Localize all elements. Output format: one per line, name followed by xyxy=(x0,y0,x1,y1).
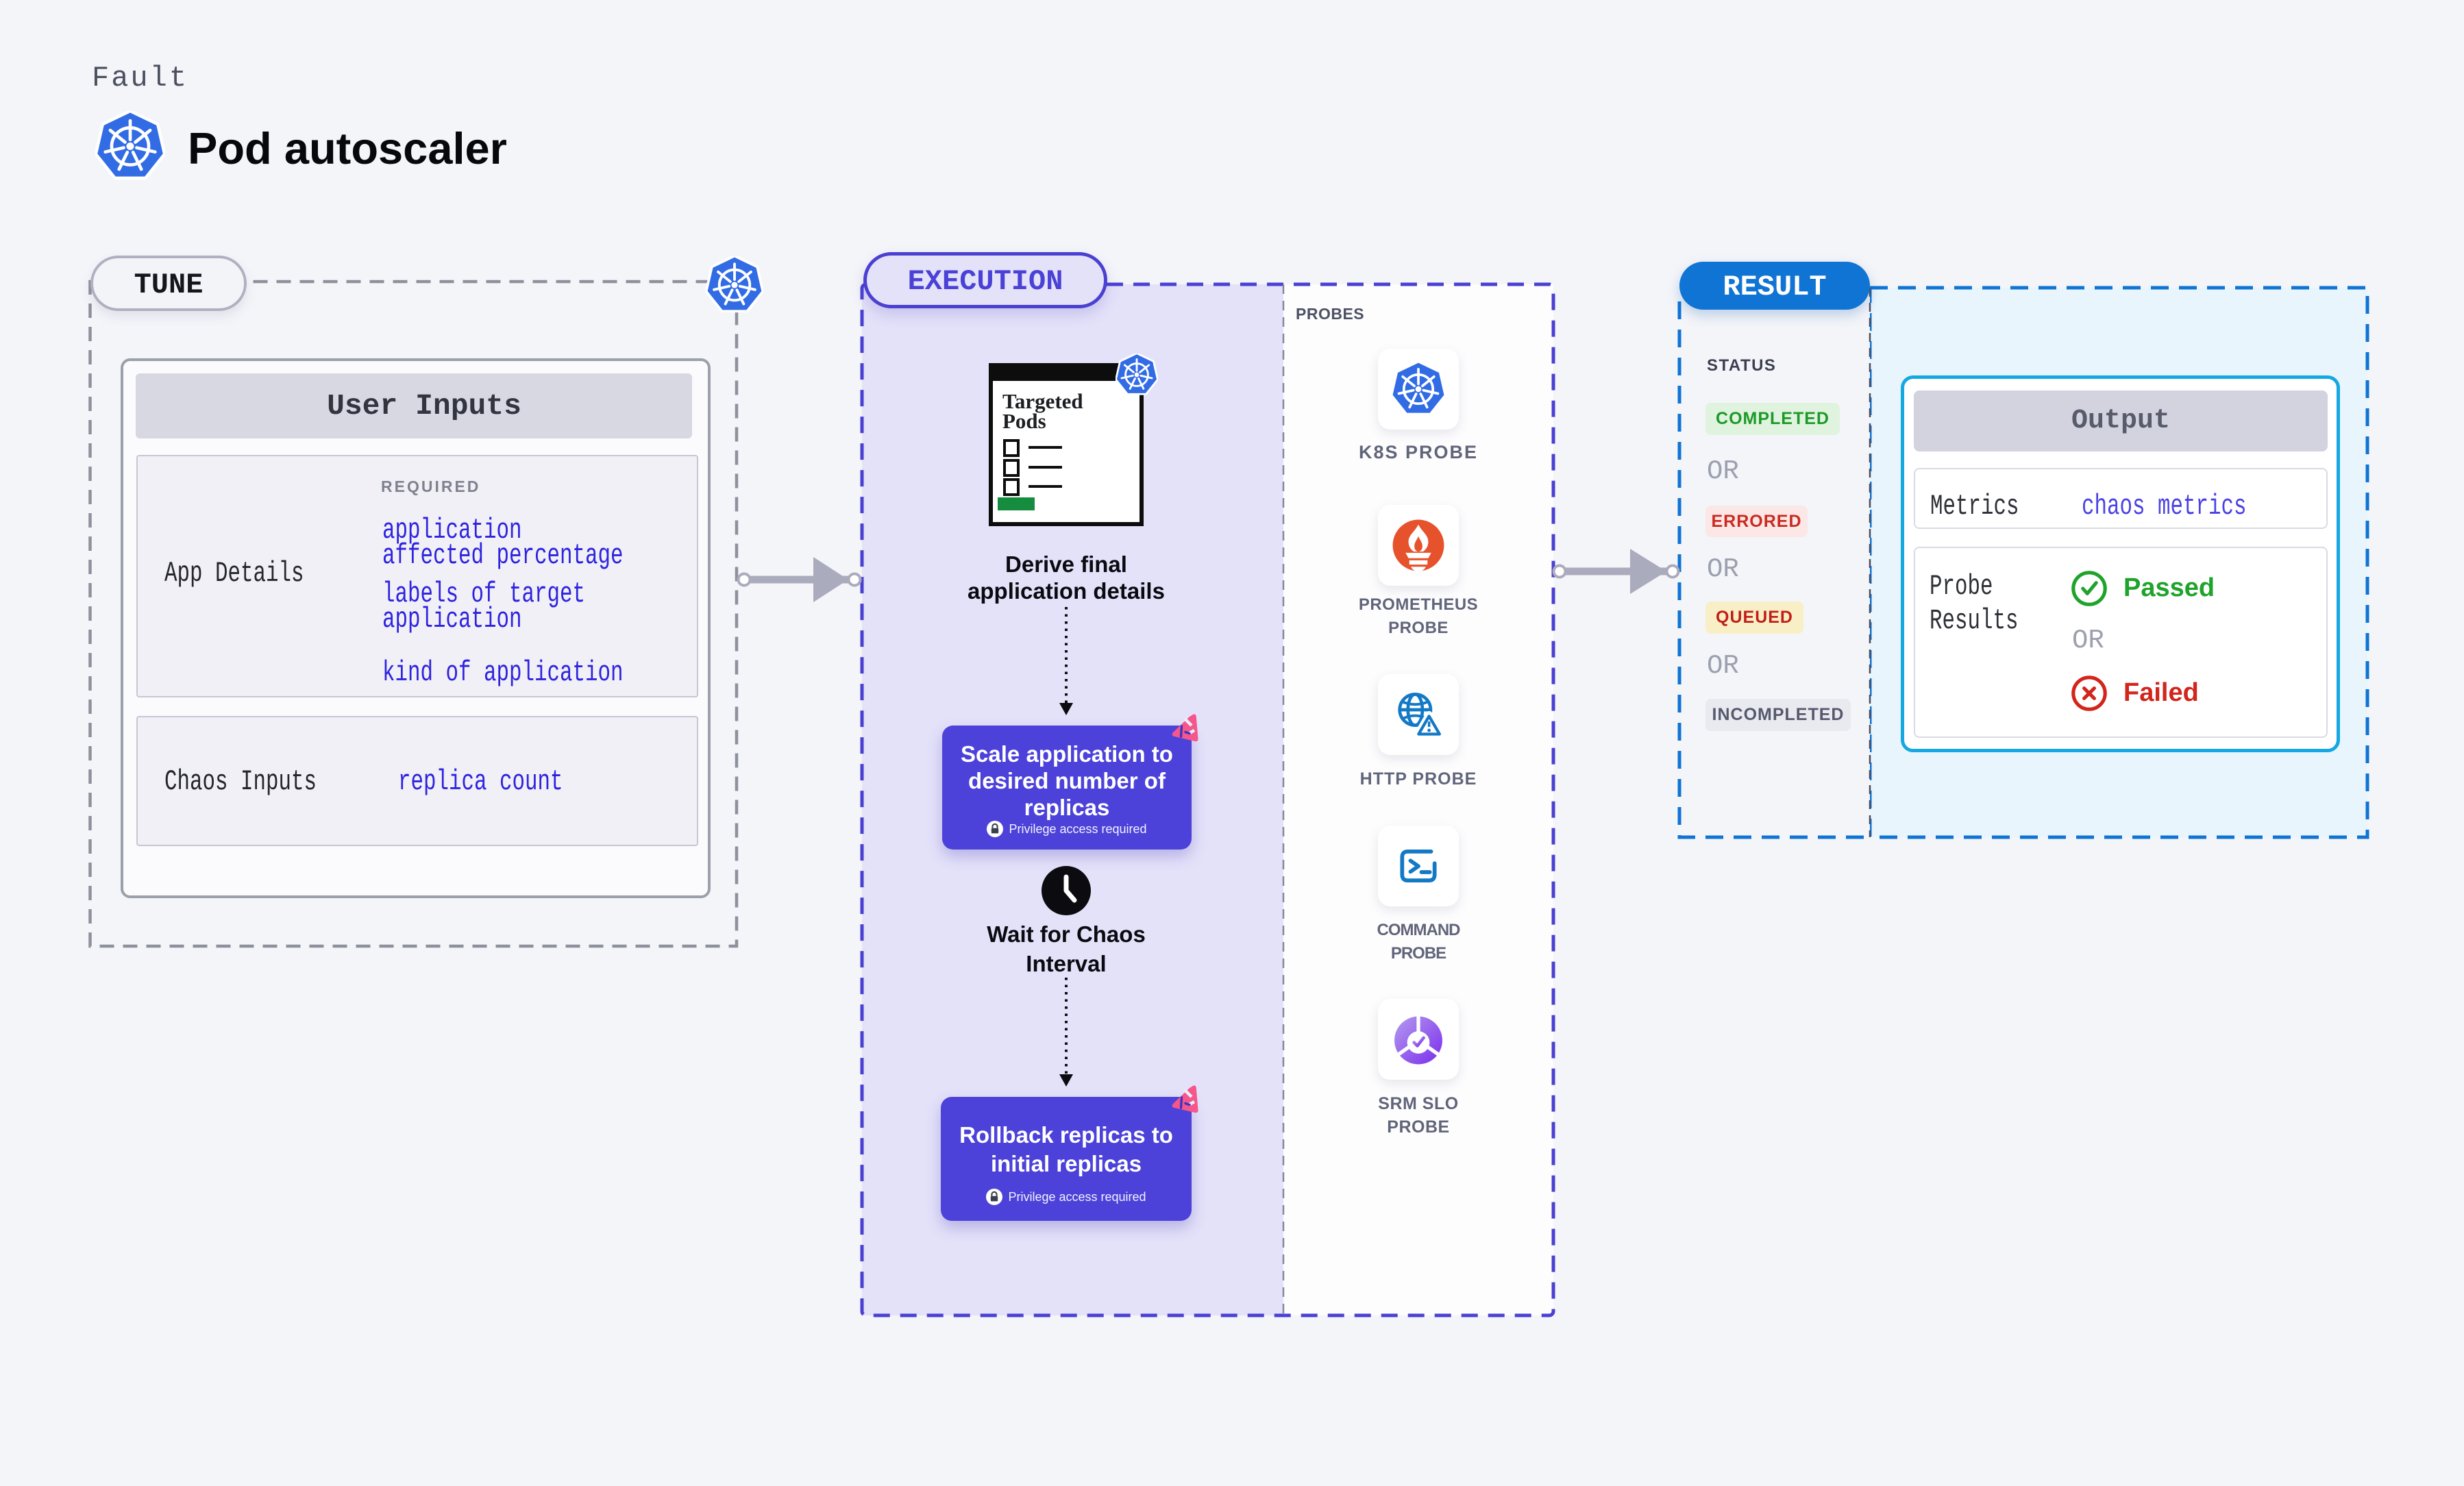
svg-text:Pods: Pods xyxy=(1002,409,1046,433)
svg-text:Targeted: Targeted xyxy=(1002,389,1083,413)
